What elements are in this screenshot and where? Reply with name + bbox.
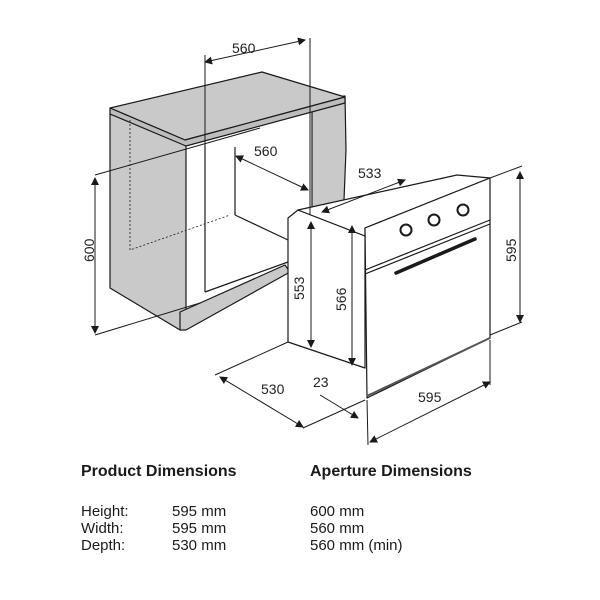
knob-3 [456,203,470,217]
row-label-width: Width: [81,520,124,537]
cabinet-top-edge [109,96,346,147]
label-front-thickness: 23 [313,374,329,390]
cabinet-back-panel [311,95,347,211]
ext-line [489,321,523,336]
label-oven-body-height: 566 [333,287,349,311]
ext-line [302,399,366,429]
ext-line [214,341,289,376]
ext-line [94,302,201,336]
label-aperture-height: 600 [81,238,97,262]
label-aperture-width-top: 560 [232,40,256,56]
oven [287,174,491,399]
knob-2 [427,213,441,227]
door-handle [394,237,477,275]
row-label-height: Height: [81,503,129,520]
control-panel-line [364,219,491,271]
label-oven-width: 595 [418,389,442,405]
dim-line-530 [219,376,304,428]
dimension-lines [91,37,524,446]
aperture-width: 560 mm [310,520,365,537]
cabinet-hidden-lines [129,120,231,251]
product-height: 595 mm [172,503,227,520]
label-aperture-depth: 560 [254,143,278,159]
knob-1 [399,223,413,237]
ext-line [366,399,369,446]
dim-line-23 [319,394,359,419]
cabinet-floor-edge [204,261,289,293]
cabinet [109,71,347,331]
label-oven-depth: 530 [261,381,285,397]
cabinet-floor-back [234,214,289,241]
dim-line-595-width [369,381,491,443]
label-oven-front-height: 595 [503,238,519,262]
aperture-height: 600 mm [310,503,365,520]
ext-line [94,127,261,176]
dim-line-560-top [204,37,306,65]
dimension-labels: 560 560 533 600 553 566 595 530 23 595 [81,40,519,405]
aperture-dimensions-heading: Aperture Dimensions [310,463,472,480]
dim-line-560-mid [235,155,309,191]
aperture-depth: 560 mm (min) [310,537,403,554]
cabinet-plinth [179,264,291,331]
label-oven-top-depth: 533 [358,165,382,181]
product-dimensions-heading: Product Dimensions [81,463,237,480]
label-oven-side-height: 553 [291,276,307,300]
dim-line-533 [321,178,406,214]
row-label-depth: Depth: [81,537,126,554]
control-panel-line-2 [364,223,491,275]
product-depth: 530 mm [172,537,227,554]
cabinet-left-panel [109,113,187,331]
ext-line [489,165,523,179]
product-width: 595 mm [172,520,227,537]
